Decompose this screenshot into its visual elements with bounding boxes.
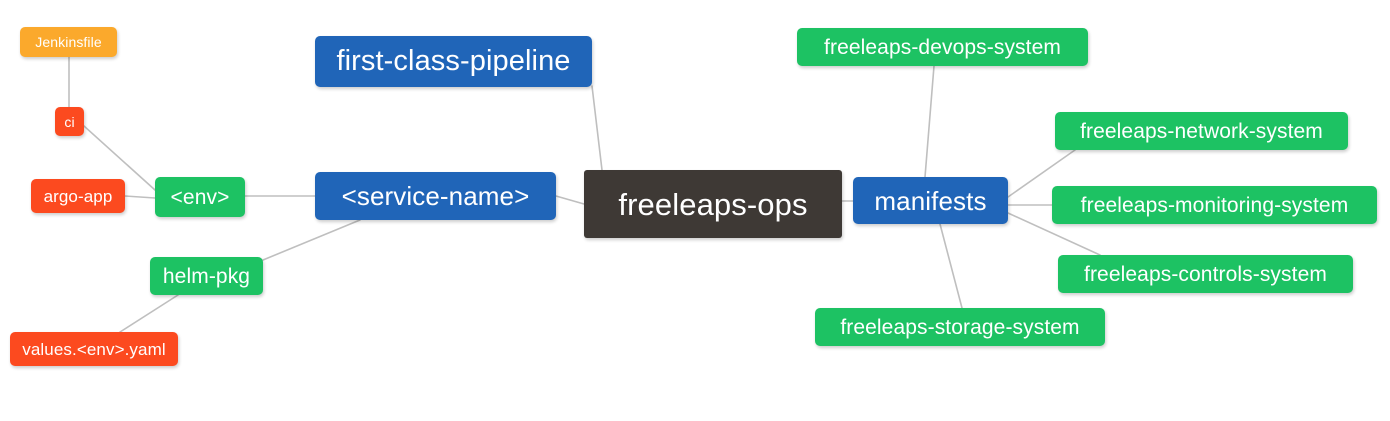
edge-freeleaps-ops-to-first-class-pipeline [591, 85, 603, 171]
node-freeleaps-storage-system[interactable]: freeleaps-storage-system [815, 308, 1105, 346]
node-label: freeleaps-controls-system [1084, 262, 1327, 286]
node-label: <env> [170, 185, 230, 209]
edge-manifests-to-freeleaps-storage-system [939, 223, 963, 309]
node-manifests[interactable]: manifests [853, 177, 1008, 224]
edge-helm-pkg-to-values-env-yaml [119, 294, 179, 333]
node-label: freeleaps-monitoring-system [1080, 193, 1349, 217]
node-label: manifests [874, 185, 987, 216]
node-helm-pkg[interactable]: helm-pkg [150, 257, 263, 295]
edge-manifests-to-freeleaps-devops-system [924, 65, 935, 178]
edge-service-name-to-helm-pkg [262, 219, 361, 261]
node-freeleaps-devops-system[interactable]: freeleaps-devops-system [797, 28, 1088, 66]
node-label: helm-pkg [162, 264, 251, 288]
node-freeleaps-network-system[interactable]: freeleaps-network-system [1055, 112, 1348, 150]
node-label: freeleaps-storage-system [840, 315, 1080, 339]
node-label: first-class-pipeline [336, 45, 571, 77]
node-values-env-yaml[interactable]: values.<env>.yaml [10, 332, 178, 366]
node-label: <service-name> [341, 181, 530, 211]
edge-env-to-argo-app [124, 195, 156, 199]
node-jenkinsfile[interactable]: Jenkinsfile [20, 27, 117, 57]
node-label: freeleaps-network-system [1080, 119, 1323, 143]
node-freeleaps-controls-system[interactable]: freeleaps-controls-system [1058, 255, 1353, 293]
node-ci[interactable]: ci [55, 107, 84, 136]
node-label: argo-app [43, 186, 113, 206]
node-label: Jenkinsfile [35, 34, 102, 50]
edge-freeleaps-ops-to-service-name [555, 195, 585, 205]
node-label: freeleaps-ops [618, 186, 808, 222]
node-first-class-pipeline[interactable]: first-class-pipeline [315, 36, 592, 87]
node-label: values.<env>.yaml [22, 339, 166, 359]
node-label: freeleaps-devops-system [824, 35, 1061, 59]
node-freeleaps-monitoring-system[interactable]: freeleaps-monitoring-system [1052, 186, 1377, 224]
node-env[interactable]: <env> [155, 177, 245, 217]
node-service-name[interactable]: <service-name> [315, 172, 556, 220]
node-freeleaps-ops[interactable]: freeleaps-ops [584, 170, 842, 238]
node-label: ci [64, 113, 75, 130]
node-argo-app[interactable]: argo-app [31, 179, 125, 213]
